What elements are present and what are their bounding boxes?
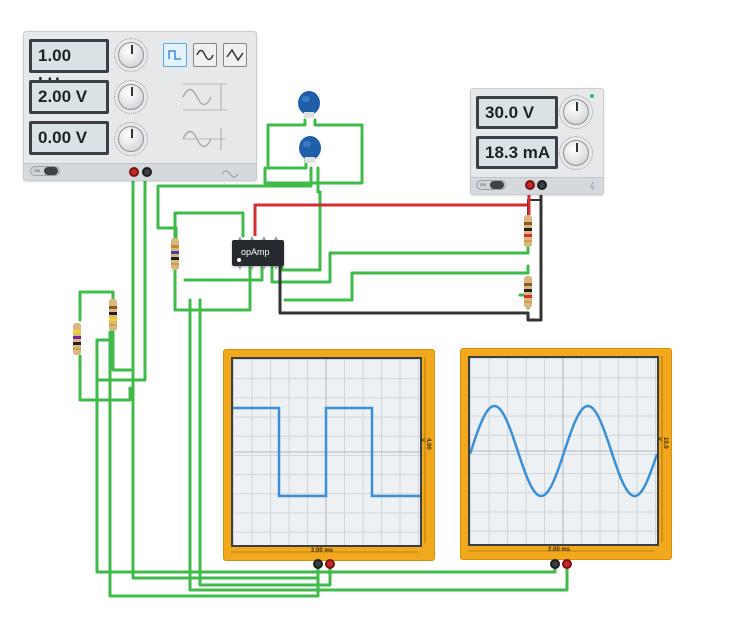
scope-1-trace xyxy=(233,359,420,545)
wire xyxy=(95,338,557,574)
amplitude-diagram-icon xyxy=(182,83,227,111)
power-supply: 30.0 V 18.3 mA ON xyxy=(470,88,604,195)
wire xyxy=(183,262,264,282)
scope-2-negative-probe[interactable] xyxy=(550,559,560,569)
wire xyxy=(111,170,135,372)
generator-negative-terminal[interactable] xyxy=(142,167,152,177)
resistor[interactable] xyxy=(71,321,83,357)
current-knob[interactable] xyxy=(563,140,589,166)
frequency-display: 1.00 kHz xyxy=(29,39,109,93)
voltage-knob[interactable] xyxy=(563,99,589,125)
oscilloscope-2[interactable]: 2.00 ms 10.0 V xyxy=(460,348,672,560)
generator-logo-icon xyxy=(221,170,239,178)
wire xyxy=(283,264,530,302)
supply-power-switch[interactable]: ON xyxy=(476,180,506,190)
resistor[interactable] xyxy=(169,236,181,272)
sine-wave-icon xyxy=(196,49,214,61)
knob-ring xyxy=(114,80,148,114)
square-wave-icon xyxy=(168,50,181,60)
wire xyxy=(188,298,569,592)
oscilloscope-1[interactable]: 2.00 ms 4.00 V xyxy=(223,349,435,561)
knob-ring xyxy=(114,122,148,156)
square-wave-button[interactable] xyxy=(163,43,187,67)
scope-1-screen xyxy=(231,357,422,547)
generator-power-switch[interactable]: ON xyxy=(30,166,60,176)
triangle-wave-icon xyxy=(226,48,244,62)
voltage-display: 30.0 V xyxy=(476,96,558,129)
scope-1-time-label: 2.00 ms xyxy=(311,548,334,554)
capacitor[interactable] xyxy=(296,90,322,122)
supply-negative-terminal[interactable] xyxy=(537,180,547,190)
frequency-knob[interactable] xyxy=(118,42,144,68)
scope-2-screen xyxy=(468,356,659,546)
supply-logo-icon xyxy=(590,181,595,191)
wire xyxy=(270,244,530,284)
wire xyxy=(198,298,332,587)
knob-ring xyxy=(114,38,148,72)
pin1-dot xyxy=(237,258,241,262)
cv-led-icon xyxy=(590,94,594,98)
wire xyxy=(131,368,320,580)
offset-diagram-icon xyxy=(182,128,225,150)
wire xyxy=(95,170,147,382)
generator-positive-terminal[interactable] xyxy=(129,167,139,177)
scope-2-trace xyxy=(470,358,657,544)
generator-bottom-bar xyxy=(24,163,256,180)
opamp-label: opAmp xyxy=(241,247,270,257)
resistor[interactable] xyxy=(107,297,119,333)
capacitor[interactable] xyxy=(297,135,323,167)
scope-1-positive-probe[interactable] xyxy=(325,559,335,569)
wire xyxy=(78,290,115,322)
scope-2-time-label: 2.00 ms xyxy=(548,547,571,553)
offset-knob[interactable] xyxy=(118,126,144,152)
sine-wave-button[interactable] xyxy=(193,43,217,67)
function-generator: 1.00 kHz 2.00 V 0.00 V ON xyxy=(23,31,257,181)
amplitude-display: 2.00 V xyxy=(29,80,109,114)
offset-display: 0.00 V xyxy=(29,121,109,155)
wire xyxy=(266,118,308,170)
scope-2-positive-probe[interactable] xyxy=(562,559,572,569)
opamp-pins xyxy=(238,236,278,270)
wire xyxy=(78,354,132,402)
resistor[interactable] xyxy=(522,274,534,310)
knob-ring xyxy=(559,95,593,129)
scope-2-axis-ticks xyxy=(468,356,663,552)
amplitude-knob[interactable] xyxy=(118,84,144,110)
knob-ring xyxy=(559,136,593,170)
scope-1-axis-ticks xyxy=(231,357,426,553)
supply-positive-terminal[interactable] xyxy=(525,180,535,190)
opamp-chip[interactable]: opAmp xyxy=(232,240,284,266)
scope-1-negative-probe[interactable] xyxy=(313,559,323,569)
wire xyxy=(173,211,245,240)
wire xyxy=(173,262,252,312)
triangle-wave-button[interactable] xyxy=(223,43,247,67)
current-display: 18.3 mA xyxy=(476,136,558,169)
resistor[interactable] xyxy=(522,213,534,249)
wire xyxy=(280,166,322,272)
wire xyxy=(263,118,364,185)
